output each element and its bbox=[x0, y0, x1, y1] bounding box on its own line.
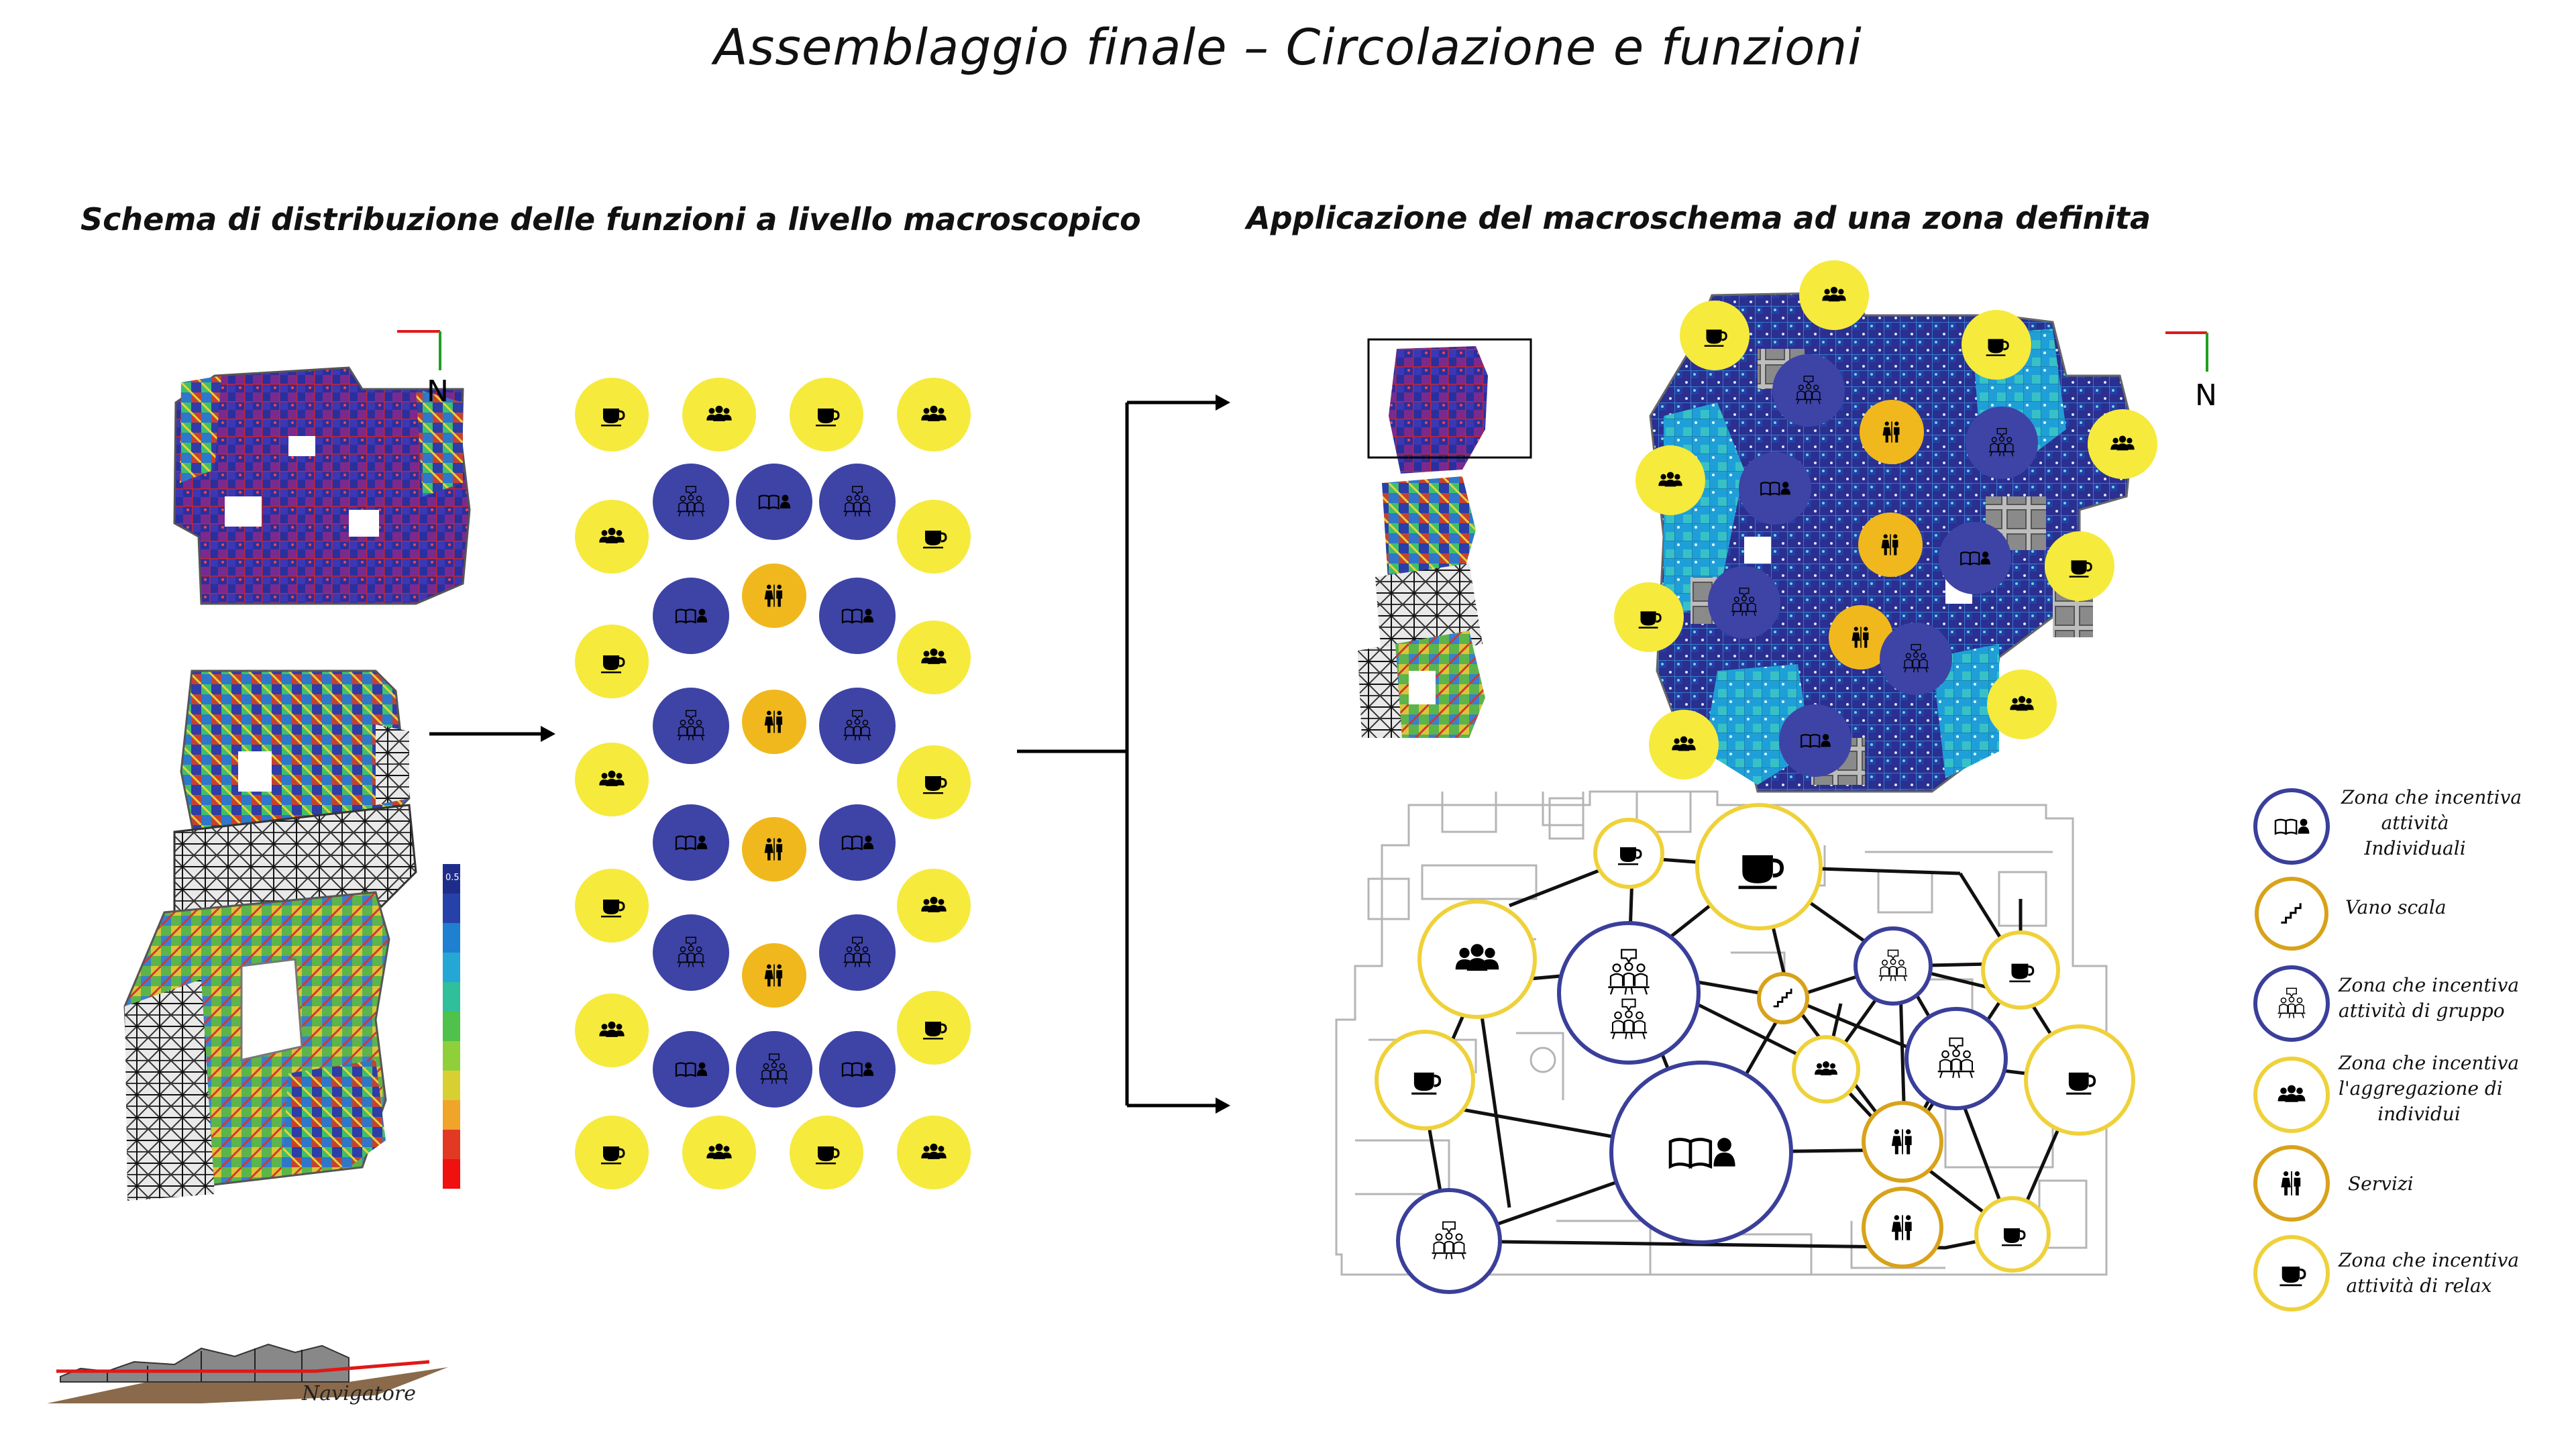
colorbar-top-label: 0.53 bbox=[445, 873, 465, 883]
legend-line: attività di relax bbox=[2339, 1273, 2500, 1299]
colorbar: 0.53 bbox=[443, 864, 465, 1189]
legend-line: Zona che incentiva bbox=[2341, 785, 2489, 810]
legend-line: Zona che incentiva bbox=[2339, 973, 2500, 998]
north-label-right: N bbox=[2195, 378, 2217, 413]
legend-individual-label: Zona che incentiva attività Individuali bbox=[2341, 785, 2489, 861]
legend-line: l'aggregazione di bbox=[2339, 1076, 2500, 1102]
north-arrow-right bbox=[2165, 333, 2207, 372]
legend-individual-swatch bbox=[2255, 790, 2328, 863]
macro-scheme bbox=[575, 378, 971, 1189]
legend-line: attività bbox=[2341, 810, 2489, 836]
legend bbox=[2255, 790, 2328, 1309]
legend-services-label: Servizi bbox=[2348, 1171, 2455, 1197]
legend-relax-label: Zona che incentiva attività di relax bbox=[2339, 1248, 2500, 1299]
legend-aggregation-label: Zona che incentiva l'aggregazione di ind… bbox=[2339, 1051, 2500, 1127]
right-section-title: Applicazione del macroschema ad una zona… bbox=[1246, 200, 2151, 236]
legend-line: Zona che incentiva bbox=[2339, 1248, 2500, 1273]
legend-line: attività di gruppo bbox=[2339, 998, 2500, 1024]
page-title: Assemblaggio finale – Circolazione e fun… bbox=[0, 19, 2576, 76]
north-label-left: N bbox=[427, 374, 449, 409]
branch-arrow bbox=[1017, 394, 1230, 1114]
zone-heatmap bbox=[1614, 260, 2157, 792]
legend-line: Vano scala bbox=[2345, 895, 2453, 920]
north-arrow-left bbox=[397, 331, 440, 370]
left-section-title: Schema di distribuzione delle funzioni a… bbox=[80, 201, 1141, 237]
legend-stair-label: Vano scala bbox=[2345, 895, 2453, 920]
macro-plan bbox=[125, 368, 470, 1201]
navigator-label: Navigatore bbox=[302, 1382, 416, 1405]
legend-line: Zona che incentiva bbox=[2339, 1051, 2500, 1076]
legend-line: Servizi bbox=[2348, 1171, 2455, 1197]
function-network bbox=[1336, 792, 2133, 1292]
overview-plan bbox=[1358, 339, 1531, 738]
legend-line: Individuali bbox=[2341, 836, 2489, 861]
legend-line: individui bbox=[2339, 1102, 2500, 1127]
arrow-left bbox=[429, 726, 555, 742]
legend-group-label: Zona che incentiva attività di gruppo bbox=[2339, 973, 2500, 1024]
